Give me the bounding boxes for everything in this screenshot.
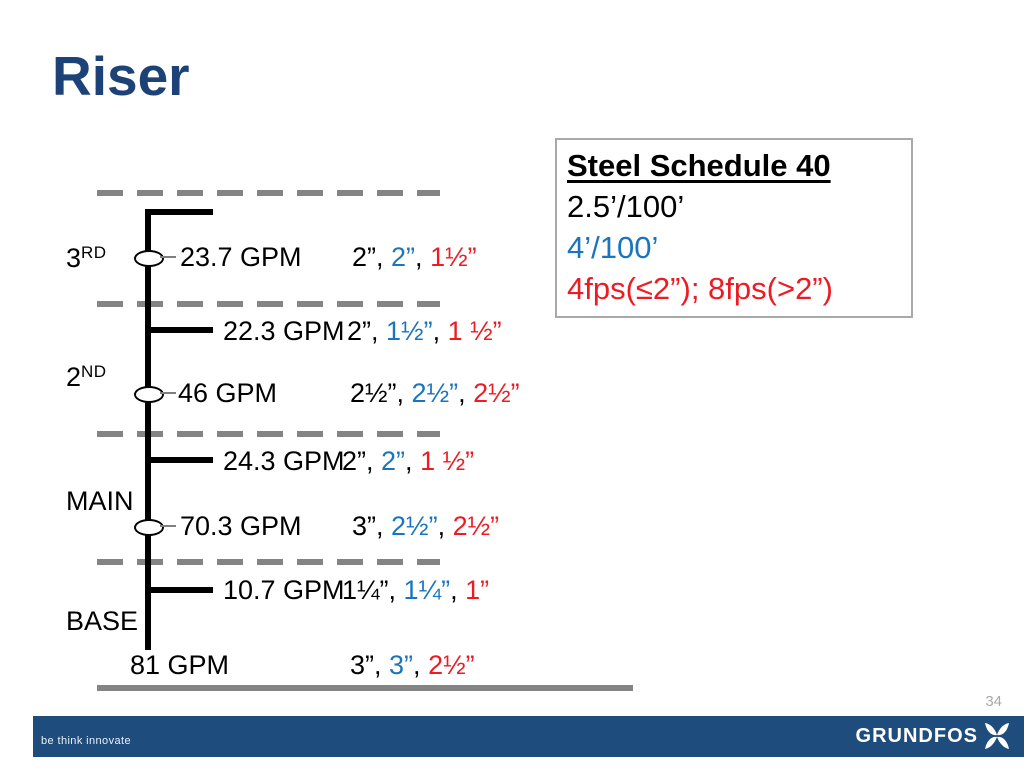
flow-value: 81 GPM (130, 650, 230, 680)
floor-line-roof (97, 190, 440, 196)
size-black: 2” (347, 316, 372, 346)
flow-value: 46 GPM (178, 378, 278, 408)
floor-label-base: 2 (66, 362, 82, 392)
floor-label-3rd: 3RD (66, 243, 107, 274)
legend-heading: Steel Schedule 40 (567, 148, 831, 183)
legend-friction-blue: 4’/100’ (567, 230, 659, 265)
ground-line (97, 685, 633, 691)
pipe-sizes: 2”, 2”, 1 ½” (342, 445, 474, 477)
floor-label-main: MAIN (66, 486, 134, 517)
pipe-branch-top (145, 209, 213, 215)
flow-value: 24.3 GPM (223, 446, 345, 476)
separator: , (376, 242, 392, 272)
floor-label-base: BASE (66, 606, 139, 636)
size-blue: 1¼” (403, 575, 451, 605)
pipe-sizes: 1¼”, 1¼”, 1” (342, 574, 489, 606)
separator: , (432, 316, 448, 346)
valve-symbol-2nd (134, 386, 164, 403)
size-red: 1” (465, 575, 490, 605)
flow-value: 10.7 GPM (223, 575, 345, 605)
floor-label-sup: RD (81, 243, 107, 262)
size-blue: 2½” (411, 378, 459, 408)
pipe-sizes: 2½”, 2½”, 2½” (350, 377, 520, 409)
pipe-sizes: 3”, 2½”, 2½” (352, 510, 499, 542)
brand-tagline: be think innovate (41, 735, 131, 747)
size-blue: 1½” (386, 316, 433, 346)
pipe-branch-main (145, 587, 213, 593)
valve-symbol-3rd (134, 250, 164, 267)
flow-value: 22.3 GPM (223, 316, 345, 346)
valve-connector-main (160, 525, 176, 527)
size-blue: 2½” (391, 511, 438, 541)
flow-row-total: 81 GPM 3”, 3”, 2½” (0, 649, 1024, 681)
size-black: 3” (350, 650, 375, 680)
separator: , (405, 446, 421, 476)
separator: , (437, 511, 453, 541)
valve-connector-2nd (160, 392, 176, 394)
separator: , (388, 575, 404, 605)
flow-value: 23.7 GPM (180, 242, 302, 272)
flow-row-3rd-branch: 22.3 GPM 2”, 1½”, 1 ½” (0, 315, 1024, 347)
size-blue: 3” (389, 650, 414, 680)
separator: , (366, 446, 382, 476)
floor-line-3rd (97, 301, 440, 307)
floor-line-main (97, 559, 440, 565)
pipe-branch-3rd (145, 327, 213, 333)
floor-label-base: 3 (66, 243, 82, 273)
legend-velocity-red: 4fps(≤2”); 8fps(>2”) (567, 271, 833, 306)
pipe-branch-2nd (145, 457, 213, 463)
separator: , (458, 378, 474, 408)
size-red: 1 ½” (447, 316, 502, 346)
separator: , (374, 650, 390, 680)
grundfos-x-icon (985, 723, 1009, 749)
size-red: 2½” (473, 378, 520, 408)
brand-wordmark: GRUNDFOS (855, 725, 978, 747)
flow-value: 70.3 GPM (180, 511, 302, 541)
size-red: 2½” (452, 511, 500, 541)
legend-friction-black: 2.5’/100’ (567, 189, 685, 224)
separator: , (396, 378, 412, 408)
size-red: 1½” (430, 242, 477, 272)
size-black: 3” (352, 511, 377, 541)
size-black: 2” (352, 242, 377, 272)
floor-line-2nd (97, 431, 440, 437)
pipe-sizes: 3”, 3”, 2½” (350, 649, 475, 681)
size-red: 1 ½” (420, 446, 475, 476)
size-black: 1¼” (342, 575, 389, 605)
floor-label-2nd: 2ND (66, 362, 107, 393)
separator: , (376, 511, 392, 541)
size-blue: 2” (381, 446, 406, 476)
size-black: 2½” (350, 378, 397, 408)
floor-label-sup: ND (81, 362, 107, 381)
separator: , (413, 650, 429, 680)
flow-row-base-branch: 10.7 GPM 1¼”, 1¼”, 1” (0, 574, 1024, 606)
footer-bar: be think innovate GRUNDFOS (33, 716, 1024, 757)
size-red: 2½” (428, 650, 475, 680)
pipe-sizes: 2”, 1½”, 1 ½” (347, 315, 502, 347)
pipe-sizing-legend: Steel Schedule 40 2.5’/100’ 4’/100’ 4fps… (555, 138, 913, 318)
floor-label-base: MAIN (66, 486, 134, 516)
pipe-sizes: 2”, 2”, 1½” (352, 241, 477, 273)
riser-pipe (145, 209, 151, 650)
page-number: 34 (985, 693, 1002, 710)
floor-label-base: BASE (66, 606, 138, 637)
flow-row-2nd-branch: 24.3 GPM 2”, 2”, 1 ½” (0, 445, 1024, 477)
flow-row-main-fixture: 70.3 GPM 3”, 2½”, 2½” (0, 510, 1024, 542)
separator: , (371, 316, 387, 346)
valve-connector-3rd (160, 256, 176, 258)
page-title: Riser (52, 45, 190, 107)
flow-row-2nd-fixture: 46 GPM 2½”, 2½”, 2½” (0, 377, 1024, 409)
flow-row-3rd-fixture: 23.7 GPM 2”, 2”, 1½” (0, 241, 1024, 273)
separator: , (450, 575, 466, 605)
size-black: 2” (342, 446, 367, 476)
valve-symbol-main (134, 519, 164, 536)
separator: , (415, 242, 431, 272)
size-blue: 2” (391, 242, 416, 272)
